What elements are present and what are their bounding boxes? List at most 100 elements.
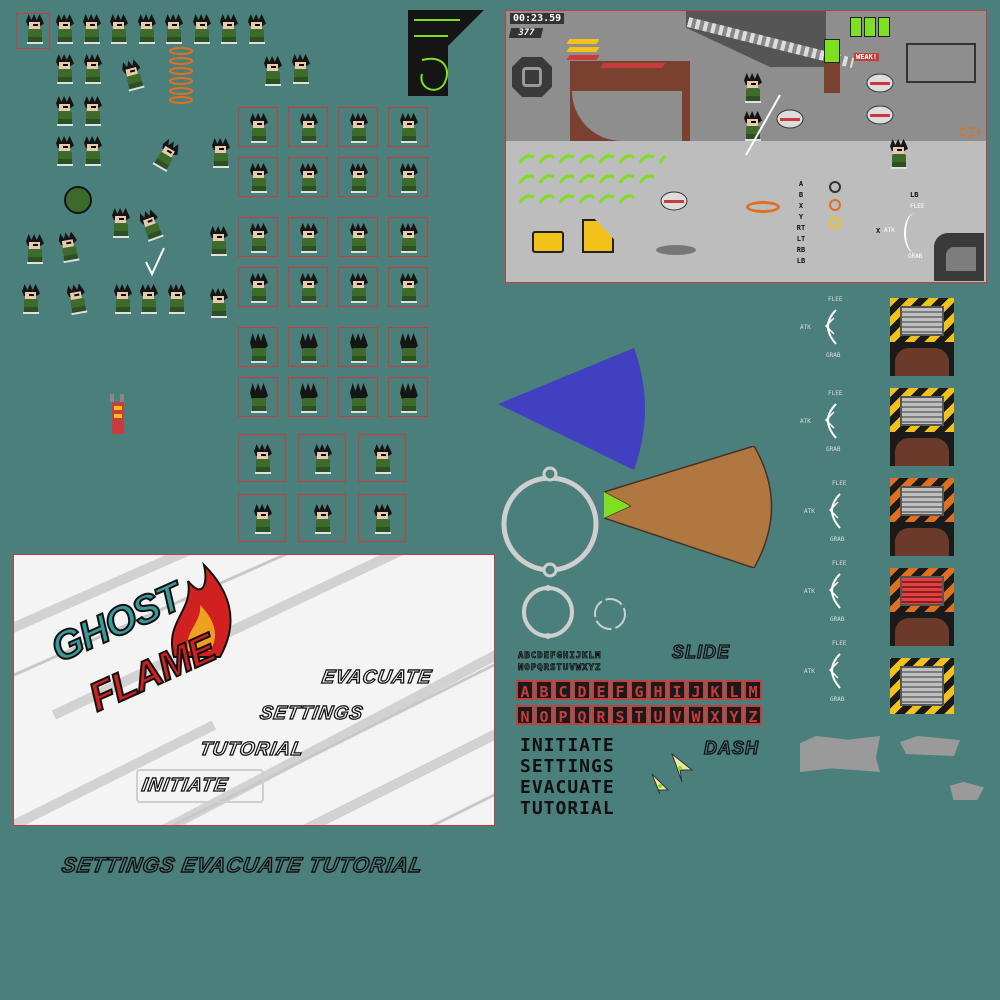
animation-frame-back <box>388 377 428 417</box>
ring-frame-medium <box>520 584 576 640</box>
character-sprite <box>208 226 230 256</box>
bold-menu-item: INITIATE <box>520 735 615 756</box>
bold-menu-item: SETTINGS <box>520 756 615 777</box>
hazard-door <box>890 478 954 556</box>
ring-frame-large <box>498 466 602 578</box>
enemy-drone-icon <box>776 109 804 129</box>
hazard-vent <box>890 658 954 714</box>
character-sprite <box>81 14 103 44</box>
character-sprite <box>24 234 46 264</box>
hint-grab: GRAB <box>908 253 923 260</box>
rubble-pile <box>900 736 960 756</box>
alpha-box: V <box>668 705 686 726</box>
alpha-box: J <box>687 680 705 701</box>
character-sprite-run <box>118 58 147 93</box>
animation-frame <box>388 107 428 147</box>
energy-cell <box>824 39 840 63</box>
animation-frame-back <box>388 327 428 367</box>
character-sprite <box>82 136 104 166</box>
animation-frame <box>338 157 378 197</box>
flame-logo-icon <box>164 561 236 661</box>
menu-settings[interactable]: SETTINGS <box>258 702 366 724</box>
animation-frame-back <box>238 377 278 417</box>
animation-frame <box>338 267 378 307</box>
alpha-box: L <box>725 680 743 701</box>
slash-effect <box>744 93 784 157</box>
character-sprite <box>54 54 76 84</box>
animation-frame <box>238 107 278 147</box>
character-sprite <box>112 284 134 314</box>
character-sprite <box>54 14 76 44</box>
animation-frame <box>388 217 428 257</box>
character-sprite-punch <box>64 282 91 316</box>
character-sprite <box>246 14 268 44</box>
dash-label: DASH <box>703 737 760 758</box>
health-bar <box>566 55 600 60</box>
hazard-door-alert <box>890 568 954 646</box>
logo-glyph-icon <box>408 10 484 96</box>
bold-menu-list: INITIATE SETTINGS EVACUATE TUTORIAL <box>520 735 615 819</box>
hint-lb: LB <box>910 191 919 199</box>
alpha-box: N <box>516 705 534 726</box>
alpha-box: G <box>630 680 648 701</box>
alpha-box: K <box>706 680 724 701</box>
vision-cone-blue <box>498 348 650 470</box>
alpha-box: Y <box>725 705 743 726</box>
alpha-box: I <box>668 680 686 701</box>
sprite-selection-frame <box>16 13 50 49</box>
hud-timer: 00:23.59 <box>510 13 565 24</box>
alpha-box: E <box>592 680 610 701</box>
alpha-box: X <box>706 705 724 726</box>
title-screen: GHOST FLAME EVACUATE SETTINGS TUTORIAL I… <box>13 554 495 826</box>
menu-tutorial[interactable]: TUTORIAL <box>198 738 307 760</box>
alpha-box: H <box>649 680 667 701</box>
menu-selection-frame <box>136 769 264 803</box>
bottom-menu-strip: SETTINGS EVACUATE TUTORIAL <box>59 853 425 877</box>
animation-frame <box>338 107 378 147</box>
floor-shadow <box>656 245 696 255</box>
player-sprite <box>742 73 764 103</box>
floor <box>506 141 986 282</box>
hazard-door <box>890 388 954 466</box>
hazard-door <box>890 298 954 376</box>
corner-panel <box>934 233 984 281</box>
animation-frame-run <box>358 434 406 482</box>
enemy-drone-icon <box>866 105 894 125</box>
brown-pillar <box>824 55 840 93</box>
character-roll-sprite <box>64 186 92 214</box>
alpha-box: D <box>573 680 591 701</box>
character-sprite-kick <box>136 207 167 243</box>
hydrant-icon <box>108 392 128 436</box>
animation-frame-back <box>338 377 378 417</box>
bold-menu-item: EVACUATE <box>520 777 615 798</box>
alpha-box: S <box>611 705 629 726</box>
health-bar <box>566 47 600 52</box>
enemy-drone-icon <box>866 73 894 93</box>
rubble-pile <box>950 782 984 800</box>
character-sprite <box>108 14 130 44</box>
orange-rings-effect <box>168 46 194 104</box>
alpha-box: W <box>687 705 705 726</box>
energy-cells <box>850 17 894 37</box>
weak-badge: WEAK! <box>854 53 880 61</box>
vision-cone-brown <box>601 445 776 569</box>
alpha-box: Q <box>573 705 591 726</box>
menu-evacuate[interactable]: EVACUATE <box>320 666 435 688</box>
animation-frame <box>288 107 328 147</box>
animation-frame-run <box>298 494 346 542</box>
animation-frame-run <box>298 434 346 482</box>
alpha-box: M <box>744 680 762 701</box>
checkmark-slash-effect <box>144 246 166 277</box>
character-sprite <box>136 14 158 44</box>
animation-frame <box>288 157 328 197</box>
character-sprite <box>138 284 160 314</box>
hint-x: X <box>876 227 881 235</box>
animation-frame-back <box>238 327 278 367</box>
boomerang-sprites <box>516 153 668 209</box>
player-sprite <box>888 139 910 169</box>
character-sprite <box>210 138 232 168</box>
alpha-box: T <box>630 705 648 726</box>
hint-arc <box>904 213 926 253</box>
